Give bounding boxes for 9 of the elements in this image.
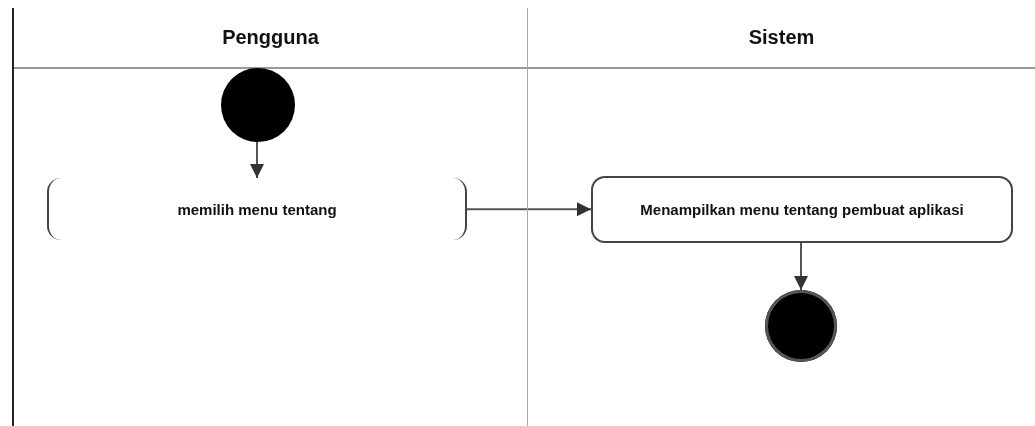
swimlane [527, 8, 1035, 426]
arrow [794, 242, 808, 291]
arrow [466, 202, 592, 217]
lane-header: Pengguna [14, 8, 527, 69]
lane-header: Sistem [528, 8, 1035, 69]
swimlane [12, 8, 527, 426]
action-box: Menampilkan menu tentang pembuat aplikasi [591, 176, 1013, 243]
arrow [250, 141, 264, 179]
action-box: memilih menu tentang [47, 178, 467, 240]
